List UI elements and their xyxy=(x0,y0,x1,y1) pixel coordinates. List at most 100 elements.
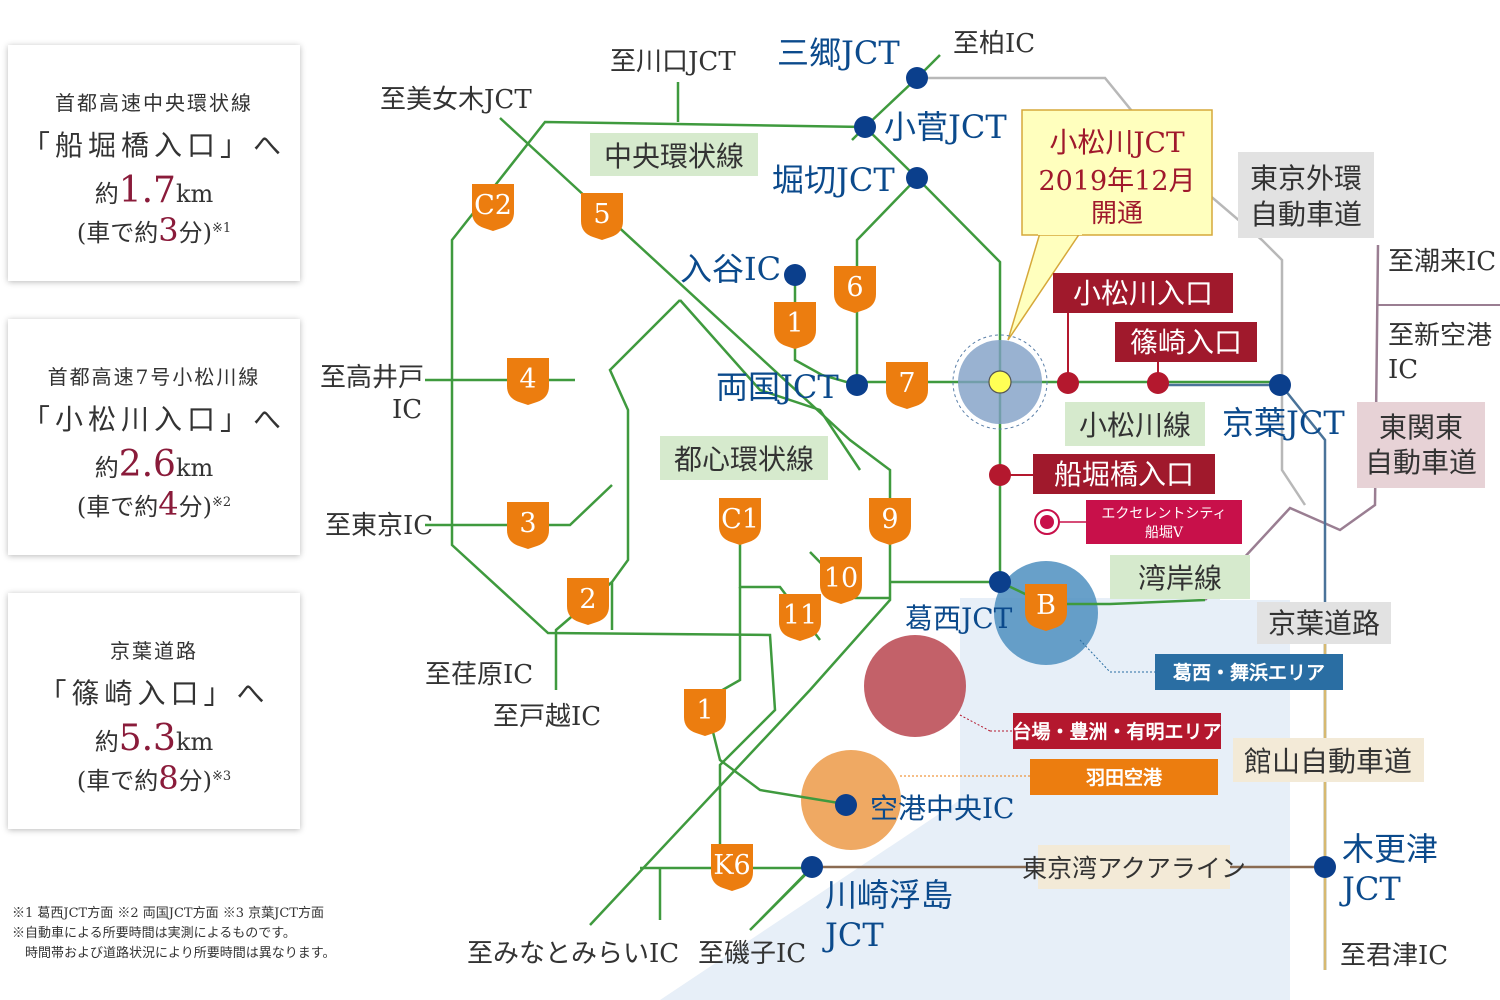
kosuge-jct-label: 小菅JCT xyxy=(884,108,1007,146)
dest-shinkuko-1: 至新空港 xyxy=(1388,321,1492,351)
card-route: 首都高速中央環状線 xyxy=(55,91,253,115)
daiba-area-circle xyxy=(864,635,966,737)
higashi-kanto-label-2: 自動車道 xyxy=(1365,446,1477,479)
route-badge[interactable] xyxy=(869,498,911,545)
keiyo-road-label: 京葉道路 xyxy=(1268,607,1380,640)
entrances: 小松川入口 篠崎入口 船堀橋入口 xyxy=(989,273,1257,494)
gaikan-road xyxy=(917,76,1307,506)
kasai-jct-label: 葛西JCT xyxy=(905,602,1013,635)
card-entrance: 「篠崎入口」へ xyxy=(38,677,270,710)
kasai-jct-node[interactable] xyxy=(989,571,1011,593)
route-badge[interactable] xyxy=(711,844,753,891)
route-badge-label: C1 xyxy=(721,504,759,535)
route-badge-label: 11 xyxy=(783,600,817,631)
dest-minatomirai: 至みなとみらいIC xyxy=(467,939,679,969)
route-badge[interactable] xyxy=(886,362,928,409)
kuko-chuo-ic-node[interactable] xyxy=(835,794,857,816)
card-distance: 約1.7km xyxy=(94,170,214,211)
higashi-kanto-label-1: 東関東 xyxy=(1379,411,1463,444)
route-spur-kisarazu xyxy=(759,866,813,921)
dest-todagoe: 至戸越IC xyxy=(493,702,601,732)
card-distance: 約2.6km xyxy=(94,444,214,485)
iriya-ic-label: 入谷IC xyxy=(680,250,781,288)
komatsugawa-jct-halo xyxy=(952,334,1048,430)
footnote-line: ※自動車による所要時間は実測によるものです。 xyxy=(12,926,296,941)
card-time: (車で約3分)※1 xyxy=(76,211,232,249)
keiyo-jct-node[interactable] xyxy=(1269,374,1291,396)
komatsugawa-entrance-node[interactable] xyxy=(1057,372,1079,394)
central-loop-label: 中央環状線 xyxy=(604,140,744,173)
keiyo-jct-label: 京葉JCT xyxy=(1222,404,1345,442)
kuko-chuo-ic-label: 空港中央IC xyxy=(870,792,1015,825)
dest-kawaguchi: 至川口JCT xyxy=(610,47,736,77)
card-route: 首都高速7号小松川線 xyxy=(47,365,261,389)
route-badge-label: 3 xyxy=(519,508,536,539)
aqualine-label: 東京湾アクアライン xyxy=(1022,854,1246,883)
ryogoku-jct-label: 両国JCT xyxy=(716,368,839,406)
dest-itako: 至潮来IC xyxy=(1388,247,1496,277)
info-card-shinozaki: 京葉道路 「篠崎入口」へ 約5.3km (車で約8分)※3 xyxy=(8,593,300,829)
route-badge[interactable] xyxy=(774,302,816,349)
wangan-line-label: 湾岸線 xyxy=(1138,562,1222,595)
property-marker-dot xyxy=(1040,515,1054,529)
kawasaki-ukishima-jct-node[interactable] xyxy=(801,856,823,878)
horikiri-jct-node[interactable] xyxy=(906,167,928,189)
route-badge-label: C2 xyxy=(474,190,512,221)
gaikan-label-1: 東京外環 xyxy=(1250,162,1362,195)
route-badge-label: 4 xyxy=(519,364,536,395)
property-label-line2: 船堀V xyxy=(1145,525,1184,541)
footnote-line: 時間帯および道路状況により所要時間は異なります。 xyxy=(12,946,336,961)
daiba-area-label: 台場・豊洲・有明エリア xyxy=(1012,720,1221,743)
kisarazu-label-1: 木更津 xyxy=(1342,830,1438,868)
iriya-ic-node[interactable] xyxy=(784,264,806,286)
sea-area-east xyxy=(1160,600,1290,1000)
callout-box xyxy=(1021,109,1213,236)
inner-loop-2 xyxy=(679,299,862,471)
route-3 xyxy=(425,484,613,527)
route-badge[interactable] xyxy=(472,184,514,231)
route-badge-label: 5 xyxy=(593,199,610,230)
route-badge[interactable] xyxy=(581,193,623,240)
ryogoku-jct-node[interactable] xyxy=(846,374,868,396)
kisarazu-jct-node[interactable] xyxy=(1314,856,1336,878)
funabori-entrance-label: 船堀橋入口 xyxy=(1054,458,1194,491)
callout-line3: 開通 xyxy=(1091,199,1143,229)
shinozaki-entrance-node[interactable] xyxy=(1147,372,1169,394)
shinozaki-entrance-label: 篠崎入口 xyxy=(1130,326,1242,359)
route-badge[interactable] xyxy=(834,266,876,313)
route-badge[interactable] xyxy=(507,358,549,405)
callout-line2: 2019年12月 xyxy=(1038,166,1195,197)
card-route: 京葉道路 xyxy=(110,639,198,663)
card-entrance: 「船堀橋入口」へ xyxy=(21,129,286,162)
route-badge[interactable] xyxy=(779,594,821,641)
tateyama-label: 館山自動車道 xyxy=(1244,745,1412,778)
dest-takaido-1: 至高井戸 xyxy=(320,363,424,393)
kosuge-horikiri xyxy=(864,126,918,179)
kosuge-jct-node[interactable] xyxy=(854,116,876,138)
wangan-line xyxy=(1046,598,1206,606)
route-badge[interactable] xyxy=(820,557,862,604)
dest-kanbara: 至荏原IC xyxy=(425,660,533,690)
funabori-entrance-node[interactable] xyxy=(989,464,1011,486)
route-badge[interactable] xyxy=(567,578,609,625)
dest-kashiwa: 至柏IC xyxy=(953,29,1035,59)
callout-line1: 小松川JCT xyxy=(1049,126,1185,159)
route-badge-label: 9 xyxy=(881,504,898,535)
route-badge-label: 10 xyxy=(824,563,858,594)
junction-nodes xyxy=(784,67,1336,878)
gaikan-label-2: 自動車道 xyxy=(1250,198,1362,231)
dest-isogo: 至磯子IC xyxy=(698,939,806,969)
misato-jct-node[interactable] xyxy=(906,67,928,89)
route-badge[interactable] xyxy=(719,498,761,545)
card-entrance: 「小松川入口」へ xyxy=(21,403,286,436)
route-badge[interactable] xyxy=(684,689,726,736)
kawasaki-ukishima-label-1: 川崎浮島 xyxy=(825,876,953,914)
route-badge[interactable] xyxy=(1025,584,1067,631)
route-badge[interactable] xyxy=(507,502,549,549)
dest-kimitsu: 至君津IC xyxy=(1340,941,1448,971)
komatsugawa-jct-node[interactable] xyxy=(988,370,1012,394)
route-badge-label: B xyxy=(1036,590,1056,621)
central-loop-west xyxy=(450,120,866,870)
card-time: (車で約4分)※2 xyxy=(76,485,232,523)
route-badge-label: 6 xyxy=(846,272,863,303)
